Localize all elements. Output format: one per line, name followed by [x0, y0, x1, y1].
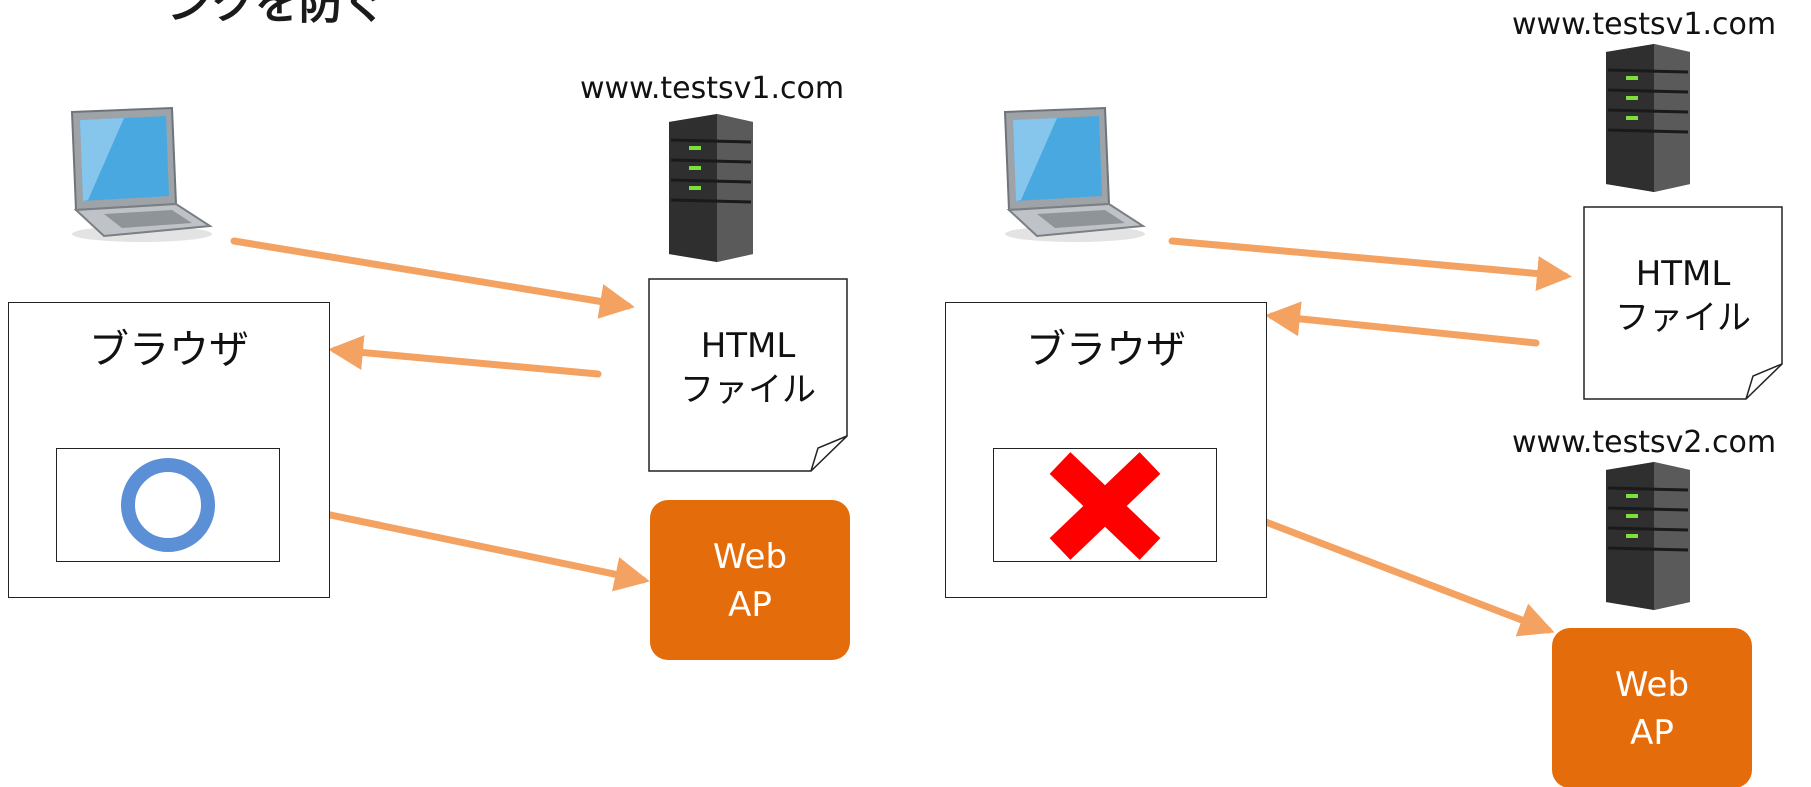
server1-label-right: www.testsv1.com [1512, 7, 1777, 42]
server-icon [1606, 462, 1690, 610]
html-file-line1: HTML [1635, 254, 1731, 294]
webap-line2: AP [1630, 713, 1674, 753]
browser-content-frame [56, 448, 280, 562]
circle-ok-icon [121, 458, 215, 552]
html-file-line2: ファイル [1615, 298, 1751, 338]
slide-title-fragment: ンクを防ぐ [167, 0, 387, 29]
server2-label-right: www.testsv2.com [1512, 425, 1777, 460]
html-file-line1: HTML [700, 326, 796, 366]
browser-label: ブラウザ [1026, 327, 1186, 373]
cross-blocked-icon [1049, 452, 1161, 560]
server-icon [1606, 44, 1690, 192]
webap-line1: Web [1614, 665, 1690, 705]
webap-line1: Web [712, 537, 788, 577]
arrow-request-right [1168, 237, 1572, 291]
webap-box-left: Web AP [650, 500, 850, 660]
server-icon [669, 114, 753, 262]
webap-line2: AP [728, 585, 772, 625]
browser-content-frame [993, 448, 1217, 562]
webap-box-right: Web AP [1552, 628, 1752, 787]
browser-window-right: ブラウザ [945, 302, 1267, 598]
html-file-line2: ファイル [680, 370, 816, 410]
arrow-webap-right [1217, 499, 1555, 637]
arrow-request-left [230, 237, 635, 319]
laptop-icon [1003, 106, 1146, 242]
html-file-doc-right: HTML ファイル [1583, 206, 1783, 400]
laptop-icon [70, 106, 213, 242]
html-file-doc-left: HTML ファイル [648, 278, 848, 472]
arrow-response-left [328, 335, 602, 378]
arrow-response-right [1265, 301, 1540, 347]
server-label-left: www.testsv1.com [580, 71, 845, 106]
browser-window-left: ブラウザ [8, 302, 330, 598]
arrow-webap-left [280, 494, 650, 592]
browser-label: ブラウザ [89, 327, 249, 373]
